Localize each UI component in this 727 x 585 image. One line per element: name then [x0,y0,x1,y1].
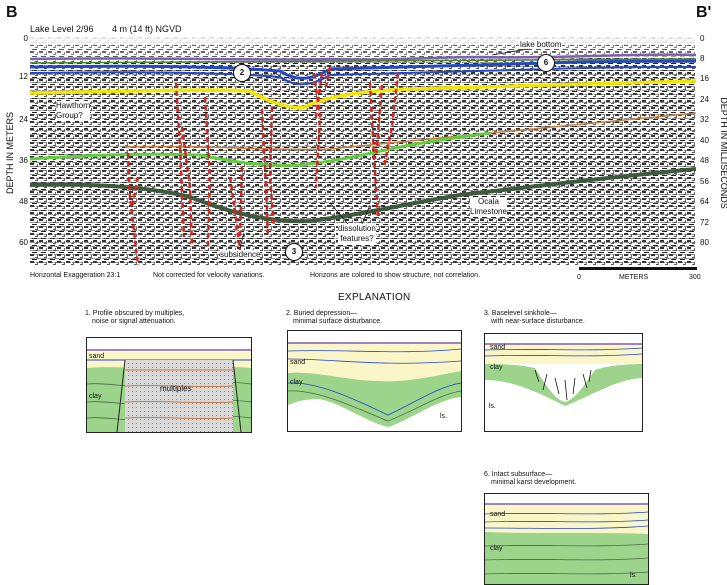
left-tick: 36 [19,156,28,165]
marker-6: 6 [537,54,555,72]
panel2-caption-line2: minimal surface disturbance. [293,318,383,325]
panel2-caption: 2. Buried depression— minimal surface di… [286,310,382,326]
panel1-multiples-label: multiples [160,384,192,393]
hawthorn-label: Hawthorn Group? [56,101,91,121]
left-tick: 12 [19,72,28,81]
right-tick: 72 [700,218,709,227]
seismic-profile [30,37,696,265]
panel1-sand-label: sand [89,353,105,360]
panel1-caption-line2: noise or signal attenuation. [92,318,176,325]
dissolution-label-line1: dissolution [338,224,376,233]
panel6-caption: 6. Intact subsurface— minimal karst deve… [484,471,576,487]
dissolution-label: dissolution features? [338,224,376,244]
scale-bar [579,267,697,270]
panel2-caption-line1: 2. Buried depression— [286,310,358,317]
panel2-clay-label: clay [290,379,303,386]
panel2-ls-label: ls. [440,413,447,420]
right-tick: 48 [700,156,709,165]
datum-label: 4 m (14 ft) NGVD [112,24,182,34]
ocala-label-line2: Limestone [470,207,507,216]
lake-level-label: Lake Level 2/96 [30,24,94,34]
left-tick: 60 [19,238,28,247]
panel1-diagram [86,337,252,433]
right-tick: 16 [700,74,709,83]
panel3-sand-label: sand [490,344,506,351]
panel1-clay-label: clay [89,393,102,400]
velocity-note: Not corrected for velocity variations. [153,272,265,279]
panel1-caption-line1: 1. Profile obscured by multiples, [85,310,185,317]
panel3-caption-line1: 3. Baselevel sinkhole— [484,310,557,317]
left-axis-label: DEPTH IN METERS [5,112,15,195]
right-tick: 64 [700,197,709,206]
panel1-caption: 1. Profile obscured by multiples, noise … [85,310,184,326]
section-label-right: B' [696,4,712,21]
horizons-note: Horizons are colored to show structure, … [310,272,481,279]
exaggeration-note: Horizontal Exaggeration 23:1 [30,272,121,279]
panel2-sand-label: sand [290,359,306,366]
right-tick: 8 [700,54,705,63]
orange-horizon [124,112,696,151]
panel3-caption-line2: with near-surface disturbance. [491,318,585,325]
ocala-label-line1: Ocala [478,197,499,206]
scale-start: 0 [577,274,581,281]
panel6-caption-line2: minimal karst development. [491,479,577,486]
right-axis-label: DEPTH IN MILLISECONDS [719,97,727,209]
panel2-diagram [287,330,462,432]
right-tick: 24 [700,95,709,104]
panel6-diagram [484,493,649,585]
marker-2: 2 [233,64,251,82]
left-tick: 0 [23,34,28,43]
yellow-horizon [30,79,696,110]
dark-horizon [30,167,696,224]
right-tick: 40 [700,136,709,145]
panel3-diagram [484,333,643,432]
right-tick: 56 [700,177,709,186]
hawthorn-label-line2: Group? [56,111,83,120]
panel6-ls-label: ls. [630,572,637,579]
panel6-clay-label: clay [490,545,503,552]
right-tick: 0 [700,34,705,43]
blue-horizon [30,66,696,86]
scale-end: 300 [689,274,701,281]
marker-3: 3 [285,243,303,261]
panel6-caption-line1: 6. Intact subsurface— [484,471,553,478]
right-tick: 32 [700,115,709,124]
scale-label: METERS [619,274,649,281]
dissolution-label-line2: features? [340,234,374,243]
panel3-ls-label: ls. [489,403,496,410]
subsidence-label: subsidence [220,250,261,259]
section-label-left: B [6,4,18,21]
left-tick: 24 [19,115,28,124]
panel6-sand-label: sand [490,511,506,518]
lake-bottom-label: lake bottom [519,40,563,49]
fault-lines [126,66,400,265]
green-horizon [30,131,491,167]
lake-bottom-horizon [30,53,696,61]
panel3-clay-label: clay [490,364,503,371]
panel3-caption: 3. Baselevel sinkhole— with near-surface… [484,310,585,326]
right-tick: 80 [700,238,709,247]
explanation-title: EXPLANATION [338,292,411,303]
left-tick: 48 [19,197,28,206]
ocala-label: Ocala Limestone [470,197,507,217]
hawthorn-label-line1: Hawthorn [56,101,91,110]
blue-horizon [30,59,696,80]
